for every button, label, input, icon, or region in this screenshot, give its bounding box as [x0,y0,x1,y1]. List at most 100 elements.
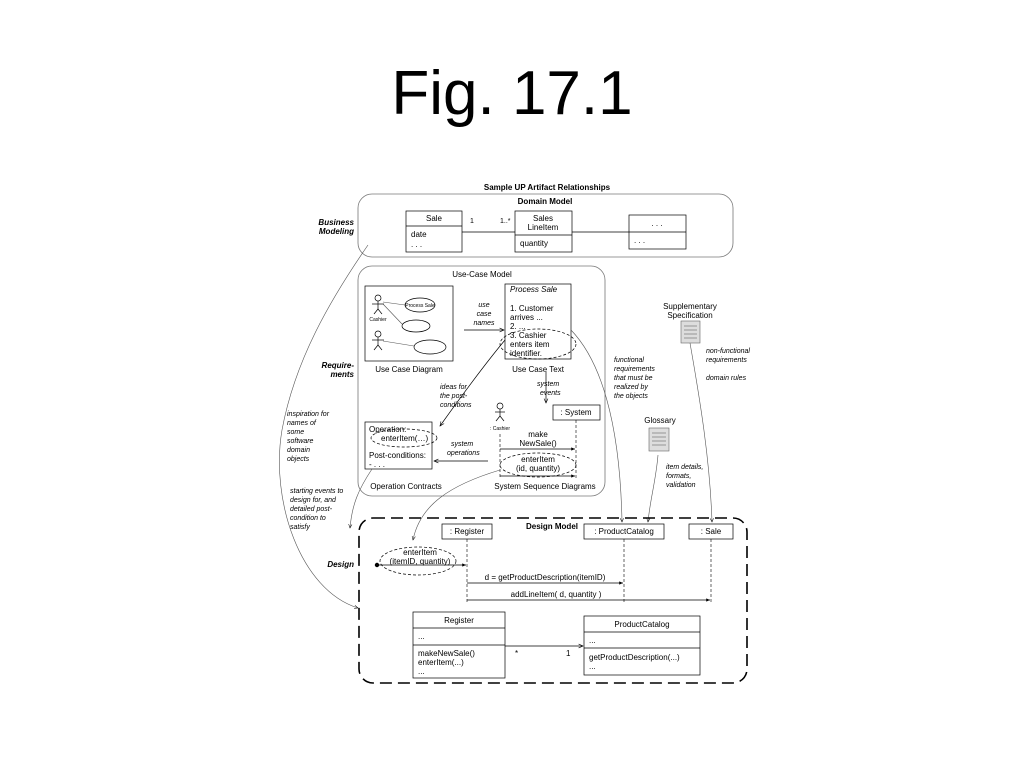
uc-text-title: Process Sale [510,285,558,294]
diagram-title: Sample UP Artifact Relationships [484,183,611,192]
ssd-system-label: : System [560,408,591,417]
inspiration-2: names of [287,420,317,427]
glossary: Glossary item details, formats, validati… [644,416,703,489]
mult-left: 1 [470,218,474,225]
use-case-names-2: case [477,311,492,318]
inspiration-arrow [279,244,369,608]
design-model: Design Model : Register : ProductCatalog… [358,517,748,684]
ssd-msg1-1: make [528,430,548,439]
sale-attr-2: . . . [411,240,422,249]
mult-star: * [515,649,518,658]
ideas-note-1: ideas for [440,384,468,391]
mult-one: 1 [566,649,571,658]
ideas-note-3: conditions [440,402,472,409]
inspiration-4: software [287,438,314,445]
label-business-1: Business [318,218,354,227]
sales-lineitem-class [514,210,573,253]
catalog-class-op1: getProductDescription(...) [589,653,680,662]
sale-class [405,210,463,253]
functional-4: realized by [614,384,648,391]
uc-text-line-4: 3. Cashier [510,331,547,340]
uc-text-label: Use Case Text [512,365,565,374]
system-events-1: system [537,381,559,388]
domain-model: Domain Model Sale date . . . 1 1..* Sale… [357,193,734,258]
starting-events-4: condition to [290,515,326,522]
functional-5: the objects [614,393,648,400]
contracts-label: Operation Contracts [370,482,442,491]
ssd-msg2-1: enterItem [521,455,555,464]
side-notes: inspiration for names of some software d… [287,357,655,531]
uc-text-line-1: 1. Customer [510,304,554,313]
use-case-diagram-box [364,285,454,362]
other-class-attr: . . . [634,236,645,245]
uc-oval-label: Process Sale [405,303,435,309]
use-case-model-title: Use-Case Model [452,270,512,279]
sys-ops-1: system [451,441,473,448]
ideas-arrow [440,339,506,426]
domain-model-frame [357,193,734,258]
supp-title-2: Specification [667,311,712,320]
found-message-highlight [379,546,457,576]
uc-text-line-6: identifier. [510,349,542,358]
register-class-name: Register [444,616,474,625]
supplementary-spec: Supplementary Specification non-function… [663,302,750,382]
uc-diagram-label: Use Case Diagram [375,365,443,374]
starting-events-5: satisfy [290,524,310,531]
glossary-to-design-arrow [648,454,659,522]
sale-lifeline-label: : Sale [701,527,722,536]
sale-attr-1: date [411,230,427,239]
ssd-actor-label: : Cashier [490,426,510,432]
starting-events-2: design for, and [290,497,337,504]
supp-title-1: Supplementary [663,302,717,311]
uc-text-line-3: 2. ... [510,322,526,331]
sli-attr: quantity [520,239,548,248]
system-events-2: events [540,390,561,397]
functional-2: requirements [614,366,655,373]
design-model-frame [358,517,748,684]
mult-right: 1..* [500,218,511,225]
ssd-msg2-highlight [499,452,577,478]
found-msg-2: (itemID, quantity) [390,557,451,566]
connectors [279,244,712,608]
uc-text-line-2: arrives ... [510,313,543,322]
starting-events-1: starting events to [290,488,343,495]
register-class-op3: ... [418,667,425,676]
label-business-2: Modeling [319,227,354,236]
ssd-label: System Sequence Diagrams [494,482,595,491]
op-name-highlight [370,428,438,448]
label-req-1: Require- [322,361,355,370]
ssd-msg2-2: (id, quantity) [516,464,560,473]
design-model-title: Design Model [526,522,578,531]
operation-to-design-arrow [350,468,373,528]
ssd-msg1-2: NewSale() [519,439,557,448]
uc-text-to-design-arrow [570,329,622,522]
catalog-class-attr: ... [589,636,596,645]
ssd-system-box [552,404,601,421]
slide-title: Fig. 17.1 [391,59,633,128]
label-design: Design [327,560,354,569]
glossary-note-3: validation [666,482,696,489]
sli-name-1: Sales [533,214,553,223]
uc-text-line-5: enters item [510,340,550,349]
glossary-title: Glossary [644,416,676,425]
found-message-dot [374,562,380,568]
other-class-name: . . . [651,219,662,228]
starting-events-3: detailed post- [290,506,333,513]
inspiration-6: objects [287,456,310,463]
ssd-to-design-arrow [413,469,501,540]
register-class-attr: ... [418,632,425,641]
op-post-val: - . . . [369,460,385,469]
use-case-model: Use-Case Model Cashier Process Sale Use … [357,265,606,497]
operation-contract-box [364,421,433,470]
op-line-1: Operation: [369,425,406,434]
uc-oval-3 [413,339,447,355]
label-req-2: ments [330,370,354,379]
catalog-lifeline-label: : ProductCatalog [594,527,654,536]
document-icon [680,320,701,344]
document-icon [648,427,670,452]
catalog-class-name: ProductCatalog [614,620,669,629]
domain-model-title: Domain Model [518,197,573,206]
supp-note-2: requirements [706,357,747,364]
discipline-labels: Business Modeling Require- ments Design [318,218,354,569]
msg2-label: addLineItem( d, quantity ) [511,590,602,599]
